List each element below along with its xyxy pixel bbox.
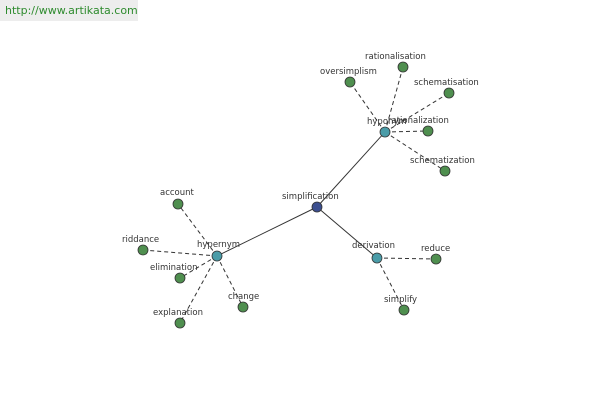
label-rationalization: rationalization xyxy=(388,116,449,126)
label-account: account xyxy=(160,188,195,198)
label-simplify: simplify xyxy=(384,295,417,305)
edge-derivation-simplify xyxy=(376,257,405,311)
node-hypernym[interactable] xyxy=(211,250,223,262)
edge-derivation-reduce xyxy=(376,257,437,260)
node-derivation[interactable] xyxy=(371,252,383,264)
edge-hyponym-rationalization xyxy=(384,130,429,133)
label-schematisation: schematisation xyxy=(414,78,479,88)
node-simplify[interactable] xyxy=(398,304,410,316)
label-reduce: reduce xyxy=(421,244,450,254)
label-derivation: derivation xyxy=(352,241,395,251)
edge-hypernym-riddance xyxy=(142,249,218,257)
label-change: change xyxy=(228,292,259,302)
edge-hyponym-rationalisation xyxy=(384,66,404,133)
node-rationalization[interactable] xyxy=(422,125,434,137)
label-simplification: simplification xyxy=(282,192,339,202)
node-simplification[interactable] xyxy=(311,201,323,213)
node-schematization[interactable] xyxy=(439,165,451,177)
edge-root-hyponym xyxy=(316,131,386,208)
label-explanation: explanation xyxy=(153,308,203,318)
node-rationalisation[interactable] xyxy=(397,61,409,73)
edge-hyponym-schematization xyxy=(384,131,446,172)
label-elimination: elimination xyxy=(150,263,197,273)
edge-hypernym-elimination xyxy=(179,255,218,279)
node-account[interactable] xyxy=(172,198,184,210)
label-hypernym: hypernym xyxy=(197,240,240,250)
node-oversimplism[interactable] xyxy=(344,76,356,88)
edge-hypernym-explanation xyxy=(179,255,218,324)
edge-hyponym-oversimplism xyxy=(349,81,386,133)
node-riddance[interactable] xyxy=(137,244,149,256)
node-schematisation[interactable] xyxy=(443,87,455,99)
edge-root-hypernym xyxy=(216,206,318,257)
edge-root-derivation xyxy=(316,206,378,259)
watermark-url: http://www.artikata.com xyxy=(0,0,138,21)
node-hyponym[interactable] xyxy=(379,126,391,138)
label-hyponym: hyponym xyxy=(367,117,407,127)
label-rationalisation: rationalisation xyxy=(365,52,426,62)
label-schematization: schematization xyxy=(410,156,475,166)
node-explanation[interactable] xyxy=(174,317,186,329)
node-change[interactable] xyxy=(237,301,249,313)
node-reduce[interactable] xyxy=(430,253,442,265)
edge-hyponym-schematisation xyxy=(384,92,450,133)
label-riddance: riddance xyxy=(122,235,159,245)
edge-hypernym-account xyxy=(177,203,218,257)
edge-hypernym-change xyxy=(216,255,244,308)
node-elimination[interactable] xyxy=(174,272,186,284)
label-oversimplism: oversimplism xyxy=(320,67,377,77)
